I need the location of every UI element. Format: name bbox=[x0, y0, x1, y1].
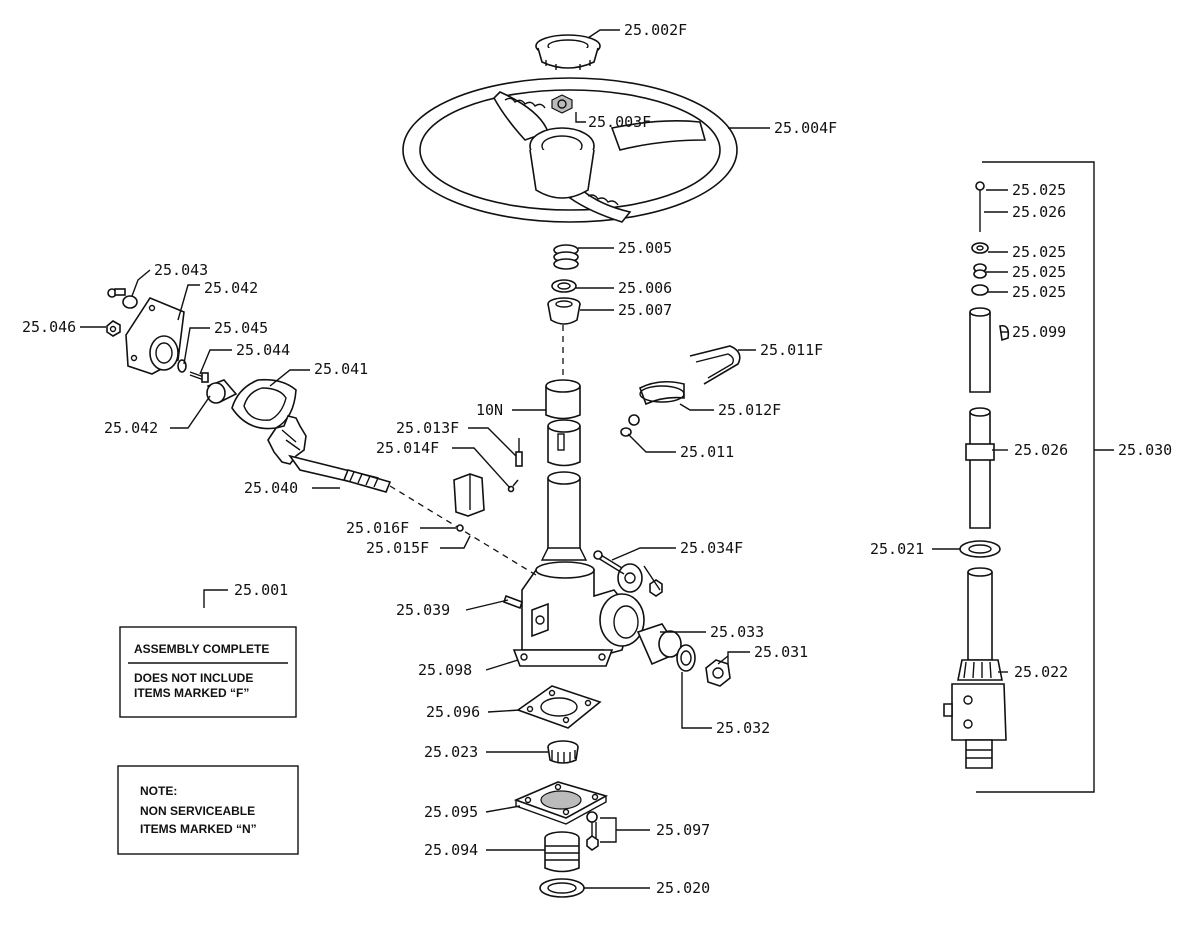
label-25097: 25.097 bbox=[656, 821, 710, 839]
label-25004F: 25.004F bbox=[774, 119, 837, 137]
nonserv-note-line1: NOTE: bbox=[140, 784, 177, 798]
seal-part bbox=[676, 644, 696, 672]
label-25015F: 25.015F bbox=[366, 539, 429, 557]
label-25041: 25.041 bbox=[314, 360, 368, 378]
bolt-lockwasher-part bbox=[107, 288, 138, 309]
label-25039: 25.039 bbox=[396, 601, 450, 619]
label-25042-top: 25.042 bbox=[204, 279, 258, 297]
label-25025-3: 25.025 bbox=[1012, 263, 1066, 281]
label-25033: 25.033 bbox=[710, 623, 764, 641]
assembly-note-box: ASSEMBLY COMPLETE DOES NOT INCLUDE ITEMS… bbox=[119, 626, 297, 718]
spring-part bbox=[553, 244, 579, 270]
label-25025-4: 25.025 bbox=[1012, 283, 1066, 301]
column-tube-part bbox=[540, 379, 588, 561]
label-25011: 25.011 bbox=[680, 443, 734, 461]
label-25021: 25.021 bbox=[870, 540, 924, 558]
plug-part bbox=[502, 594, 524, 610]
label-25026-top: 25.026 bbox=[1012, 203, 1066, 221]
label-25006: 25.006 bbox=[618, 279, 672, 297]
washer-part bbox=[551, 279, 577, 293]
label-25016F: 25.016F bbox=[346, 519, 409, 537]
label-25046: 25.046 bbox=[22, 318, 76, 336]
label-25023: 25.023 bbox=[424, 743, 478, 761]
label-25020: 25.020 bbox=[656, 879, 710, 897]
shaft-assembly-part bbox=[943, 181, 1010, 769]
label-25022: 25.022 bbox=[1014, 663, 1068, 681]
label-25043: 25.043 bbox=[154, 261, 208, 279]
bushing-right-part bbox=[636, 623, 682, 666]
nonserviceable-note-box: NOTE: NON SERVICEABLE ITEMS MARKED “N” bbox=[117, 765, 299, 855]
cover-plate-part bbox=[513, 781, 609, 825]
label-25005: 25.005 bbox=[618, 239, 672, 257]
label-25003F: 25.003F bbox=[588, 113, 651, 131]
bolt-washer-part bbox=[586, 811, 599, 851]
nut-part bbox=[106, 320, 121, 337]
bearing-part bbox=[547, 740, 579, 764]
label-10N: 10N bbox=[476, 401, 503, 419]
adjust-nut-part bbox=[705, 659, 731, 687]
label-25014F: 25.014F bbox=[376, 439, 439, 457]
locknut-part bbox=[539, 878, 585, 898]
label-25031: 25.031 bbox=[754, 643, 808, 661]
steering-wheel-part bbox=[402, 77, 738, 223]
label-25026-bottom: 25.026 bbox=[1014, 441, 1068, 459]
label-25007: 25.007 bbox=[618, 301, 672, 319]
label-25025-2: 25.025 bbox=[1012, 243, 1066, 261]
label-25096: 25.096 bbox=[426, 703, 480, 721]
label-25044: 25.044 bbox=[236, 341, 290, 359]
label-25025-1: 25.025 bbox=[1012, 181, 1066, 199]
label-25094: 25.094 bbox=[424, 841, 478, 859]
adjuster-plug-part bbox=[544, 831, 580, 873]
gasket-part bbox=[516, 685, 602, 729]
clamp-part bbox=[638, 380, 685, 406]
label-25030: 25.030 bbox=[1118, 441, 1172, 459]
nonserv-note-line2: NON SERVICEABLE bbox=[140, 804, 255, 818]
part-labels: 25.002F 25.003F 25.004F 25.005 25.006 25… bbox=[22, 21, 1172, 897]
cotter-bolts-part bbox=[593, 550, 663, 597]
adjusting-screw-part bbox=[189, 371, 209, 383]
nonserv-note-line3: ITEMS MARKED “N” bbox=[140, 822, 257, 836]
label-25042-bottom: 25.042 bbox=[104, 419, 158, 437]
side-cover-part bbox=[125, 297, 185, 375]
label-25011F: 25.011F bbox=[760, 341, 823, 359]
u-bolt-part bbox=[689, 345, 741, 385]
horn-cap-part bbox=[535, 34, 601, 70]
bushing-part bbox=[547, 297, 581, 325]
label-25098: 25.098 bbox=[418, 661, 472, 679]
leader-lines bbox=[80, 29, 1114, 889]
label-25034F: 25.034F bbox=[680, 539, 743, 557]
label-25045: 25.045 bbox=[214, 319, 268, 337]
assembly-note-line2: DOES NOT INCLUDE bbox=[134, 671, 253, 685]
sector-shaft-part bbox=[267, 415, 392, 493]
assembly-note-line1: ASSEMBLY COMPLETE bbox=[134, 642, 269, 656]
bushing-left-part bbox=[206, 379, 238, 404]
assembly-note-line3: ITEMS MARKED “F” bbox=[134, 686, 249, 700]
label-25001: 25.001 bbox=[234, 581, 288, 599]
label-25013F: 25.013F bbox=[396, 419, 459, 437]
side-gasket-part bbox=[231, 378, 297, 430]
label-25095: 25.095 bbox=[424, 803, 478, 821]
gearbox-housing-part bbox=[512, 561, 645, 667]
label-25040: 25.040 bbox=[244, 479, 298, 497]
label-25099: 25.099 bbox=[1012, 323, 1066, 341]
label-25032: 25.032 bbox=[716, 719, 770, 737]
switch-part bbox=[453, 473, 485, 532]
label-25002F: 25.002F bbox=[624, 21, 687, 39]
nut-washer-part bbox=[620, 414, 640, 437]
pinch-bolt-part bbox=[507, 438, 523, 493]
label-25012F: 25.012F bbox=[718, 401, 781, 419]
